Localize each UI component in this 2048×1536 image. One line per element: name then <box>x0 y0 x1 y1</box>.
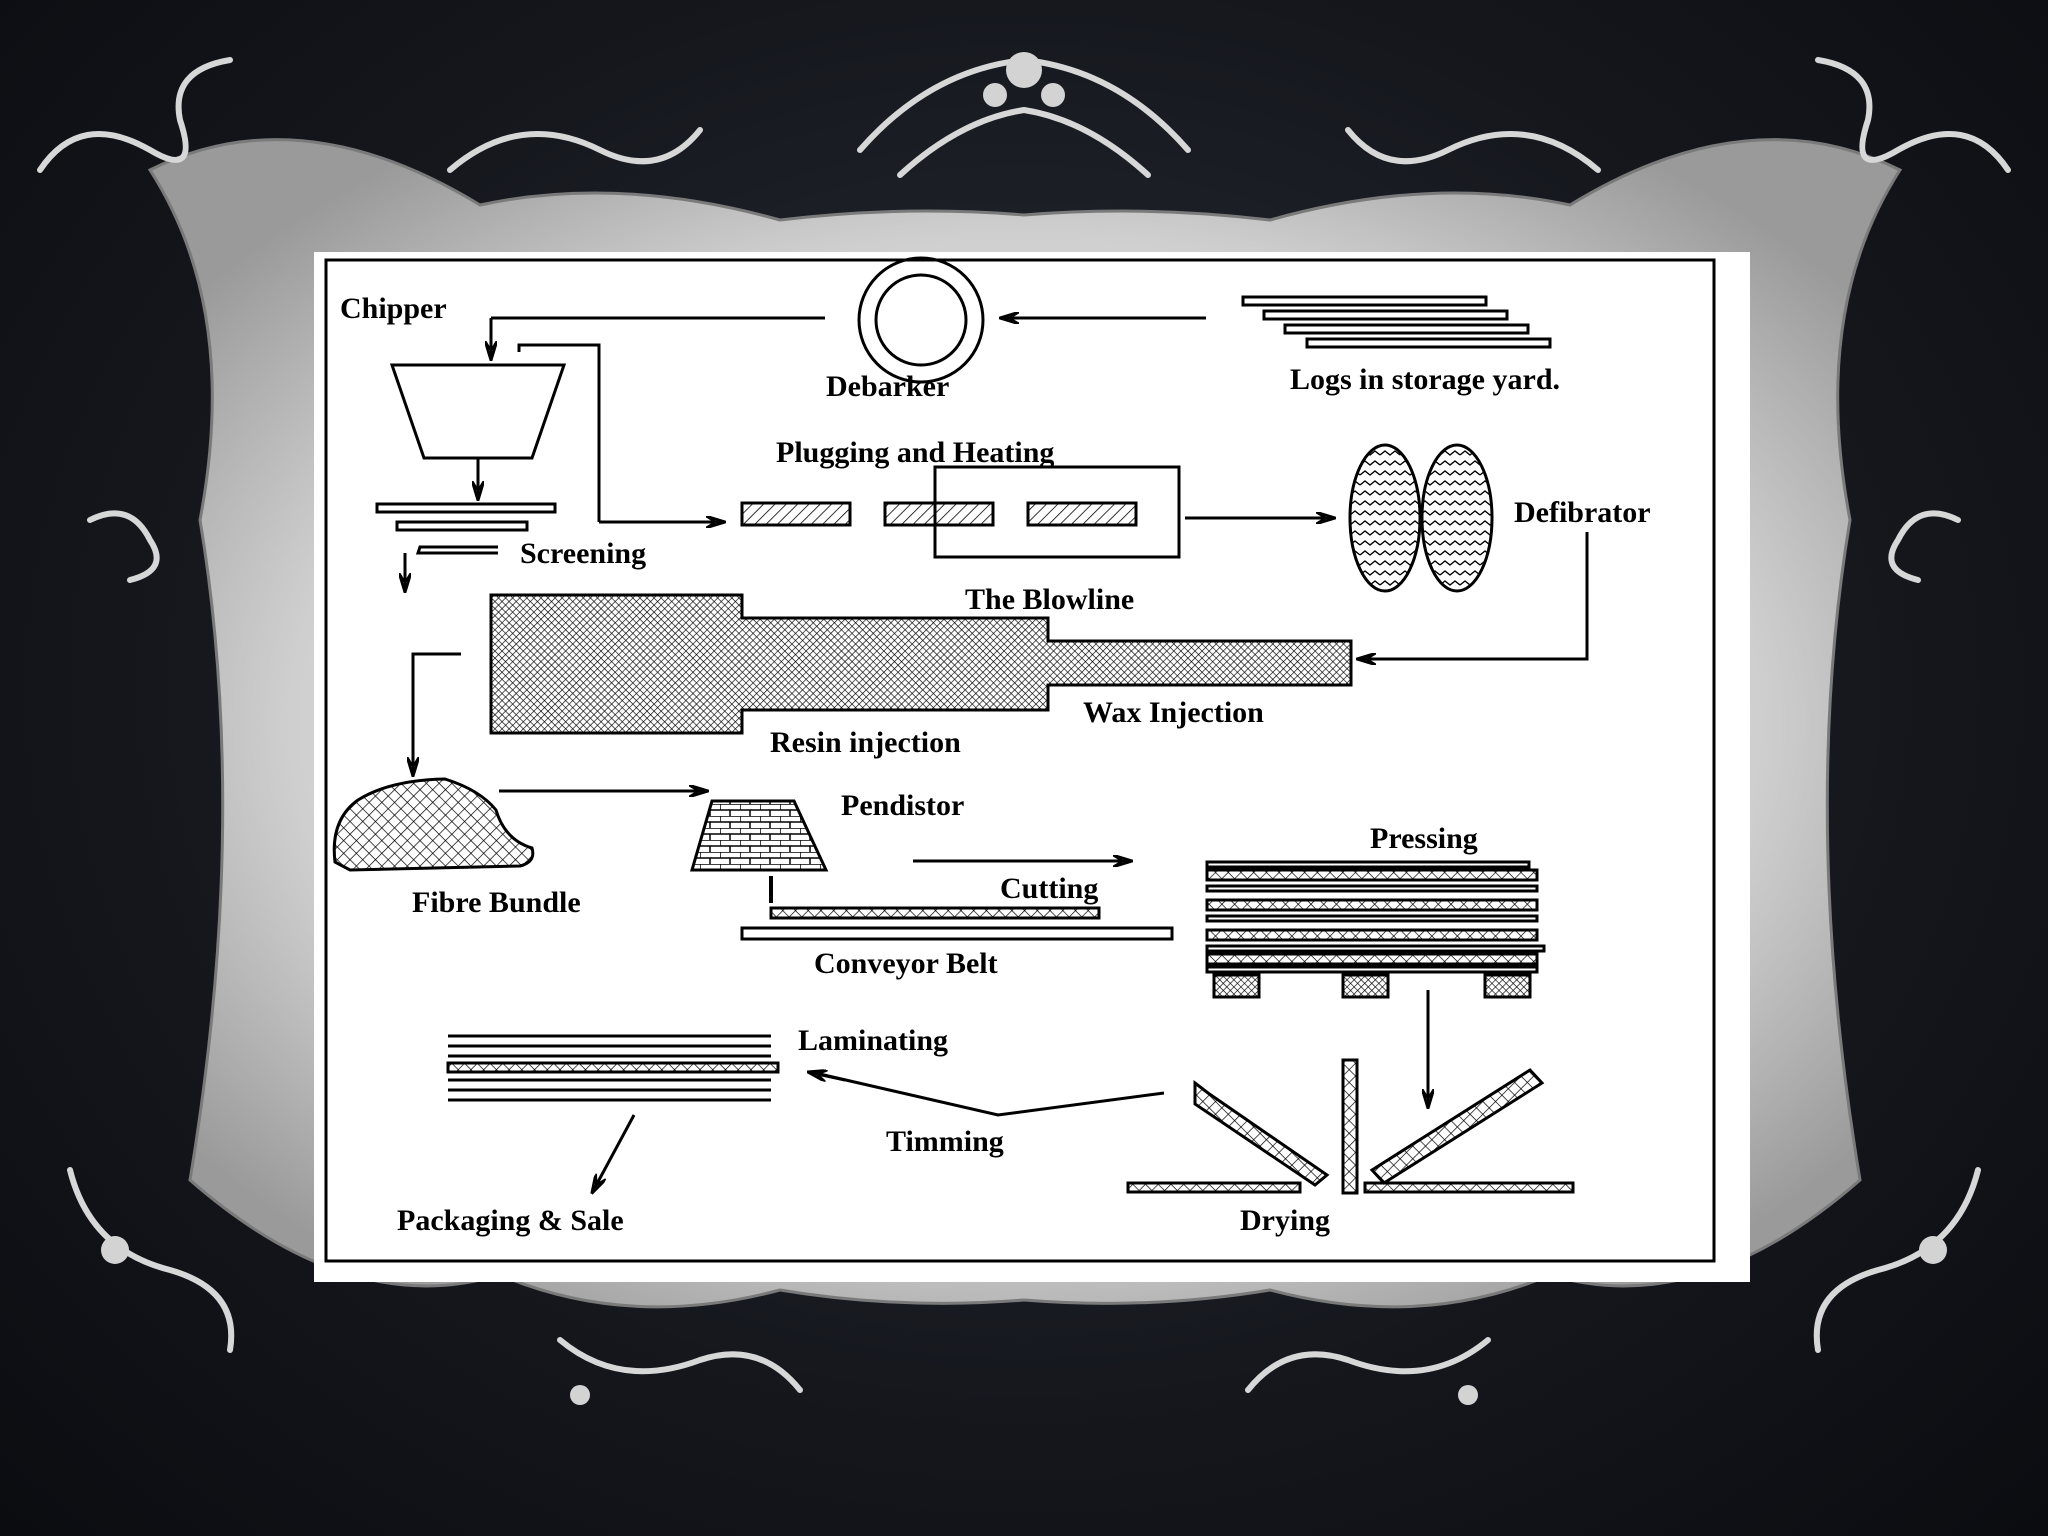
label-laminating: Laminating <box>798 1024 948 1057</box>
label-cutting: Cutting <box>1000 872 1098 905</box>
label-pressing: Pressing <box>1370 822 1478 855</box>
label-packaging-sale: Packaging & Sale <box>397 1204 624 1237</box>
label-chipper: Chipper <box>340 292 447 325</box>
label-defibrator: Defibrator <box>1514 496 1651 529</box>
drying-rack <box>1126 1058 1575 1195</box>
screening-trays <box>375 502 557 555</box>
label-logs-storage: Logs in storage yard. <box>1290 363 1560 396</box>
label-drying: Drying <box>1240 1204 1330 1237</box>
label-blowline: The Blowline <box>965 583 1134 616</box>
line-chipper-return <box>517 343 601 522</box>
line-drying-to-laminating <box>810 1070 1165 1117</box>
line-blowline-to-fibre <box>411 652 461 772</box>
fibre-bundle-pile <box>332 777 535 872</box>
blowline-duct <box>489 593 1353 735</box>
fibre-mat <box>769 906 1101 920</box>
label-debarker: Debarker <box>826 370 949 403</box>
line-defibrator-to-blowline <box>1375 532 1589 661</box>
conveyor-belt <box>740 926 1174 941</box>
pendistor-hopper <box>690 799 829 872</box>
label-plugging-heating: Plugging and Heating <box>776 436 1054 469</box>
laminate-layers <box>446 1034 780 1102</box>
label-pendistor: Pendistor <box>841 789 964 822</box>
chipper-hopper <box>389 363 567 460</box>
label-wax-injection: Wax Injection <box>1083 696 1264 729</box>
logs-stack <box>1241 295 1552 349</box>
label-timming: Timming <box>886 1125 1004 1158</box>
arrow-to-laminating <box>808 1072 846 1080</box>
label-screening: Screening <box>520 537 646 570</box>
label-conveyor-belt: Conveyor Belt <box>814 947 998 980</box>
plugging-heater <box>740 465 1181 559</box>
debarker-drum <box>857 256 985 384</box>
label-fibre-bundle: Fibre Bundle <box>412 886 581 919</box>
arrow-to-packaging <box>592 1114 636 1193</box>
press-stack <box>1205 860 1546 999</box>
label-resin-injection: Resin injection <box>770 726 961 759</box>
defibrator-discs <box>1348 443 1494 593</box>
diagram-border <box>324 258 1716 1263</box>
